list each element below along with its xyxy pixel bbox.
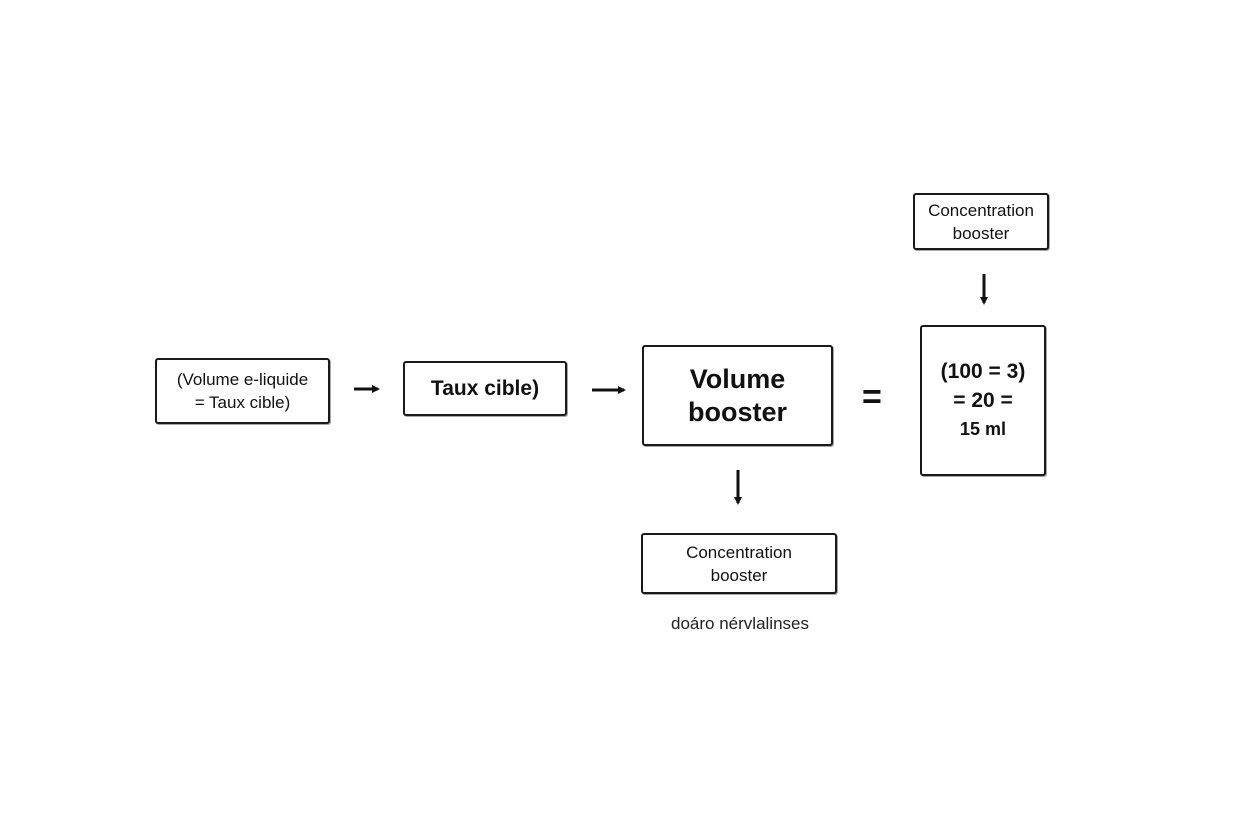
volume-booster-line1: Volume [689, 363, 786, 394]
result-line1: (100 = 3) [940, 360, 1026, 383]
concentration-top-line2: booster [952, 223, 1010, 243]
concentration-top-line1: Concentration [928, 200, 1034, 220]
volume-eliquide-box: (Volume e-liquide = Taux cible) [155, 358, 330, 424]
volume-eliquide-line1: (Volume e-liquide [176, 370, 309, 389]
concentration-bottom-line2: booster [710, 565, 768, 585]
diagram-caption: doáro nérvlalinses [671, 614, 809, 633]
result-line2: = 20 = [953, 389, 1013, 412]
equals-sign: = [862, 378, 882, 416]
result-line3: 15 ml [959, 419, 1007, 439]
volume-eliquide-line2: = Taux cible) [194, 393, 291, 412]
taux-cible-label: Taux cible) [430, 376, 540, 400]
concentration-bottom-line1: Concentration [686, 542, 792, 562]
taux-cible-box: Taux cible) [403, 361, 567, 416]
concentration-booster-bottom-box: Concentration booster [641, 533, 837, 594]
volume-booster-line2: booster [687, 396, 787, 427]
result-box: (100 = 3) = 20 = 15 ml [920, 325, 1046, 476]
volume-booster-box: Volume booster [642, 345, 833, 446]
concentration-booster-top-box: Concentration booster [913, 193, 1049, 250]
